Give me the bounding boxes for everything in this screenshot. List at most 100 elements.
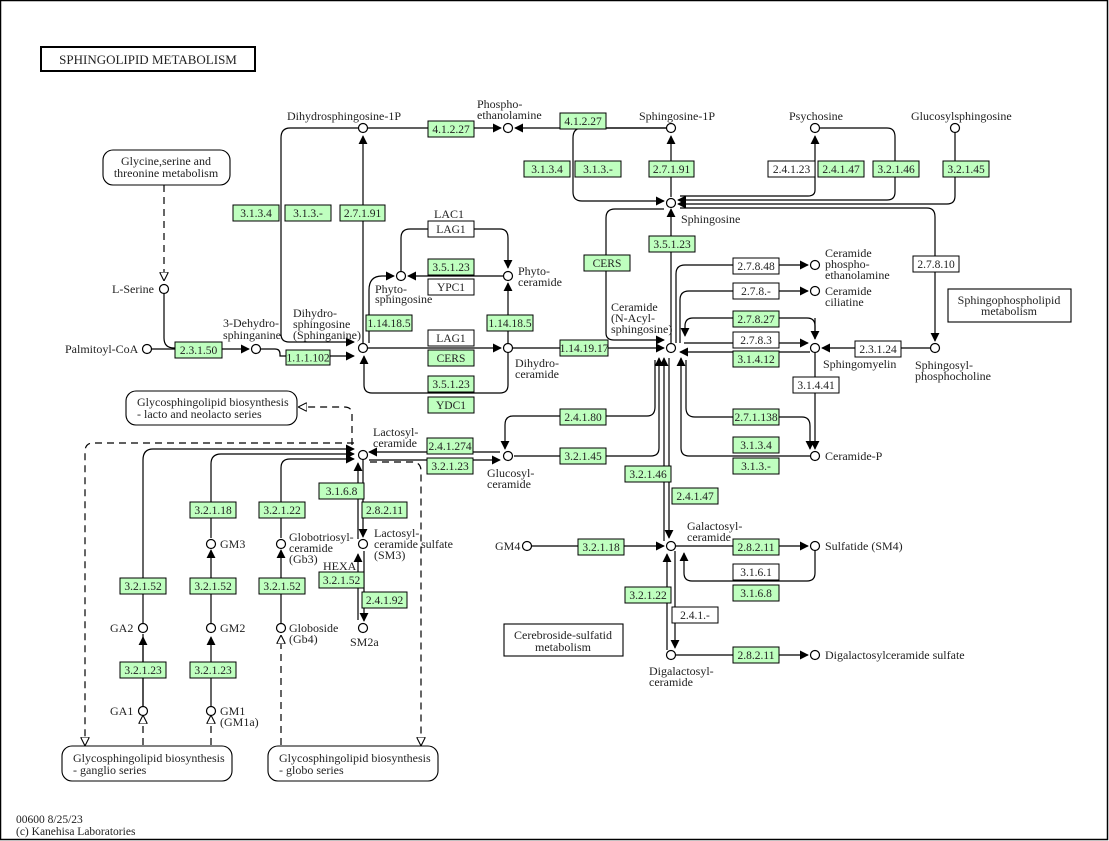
enzyme-box[interactable] bbox=[559, 112, 607, 130]
enzyme-e-241[interactable]: 2.4.1.- bbox=[671, 606, 719, 624]
enzyme-box[interactable] bbox=[427, 375, 475, 393]
enzyme-box[interactable] bbox=[119, 577, 167, 595]
enzyme-e-241274[interactable]: 2.4.1.274 bbox=[426, 437, 474, 455]
compound-phytoceramide[interactable] bbox=[502, 270, 514, 282]
enzyme-e-32122-a[interactable]: 3.2.1.22 bbox=[624, 586, 672, 604]
enzyme-e-1141917[interactable]: 1.14.19.17 bbox=[559, 339, 609, 357]
enzyme-e-271138[interactable]: 2.7.1.138 bbox=[732, 408, 780, 426]
enzyme-box[interactable] bbox=[426, 437, 474, 455]
compound-gb3[interactable] bbox=[275, 538, 287, 550]
enzyme-e-23150[interactable]: 2.3.1.50 bbox=[174, 341, 223, 359]
compound-gm2[interactable] bbox=[205, 622, 217, 634]
compound-gm3[interactable] bbox=[205, 538, 217, 550]
enzyme-e-3168-b[interactable]: 3.1.6.8 bbox=[318, 482, 365, 500]
enzyme-box[interactable] bbox=[767, 160, 816, 178]
enzyme-e-313-c[interactable]: 3.1.3.- bbox=[732, 457, 780, 475]
compound-gm4[interactable] bbox=[521, 540, 533, 552]
enzyme-box[interactable] bbox=[339, 204, 386, 222]
enzyme-box[interactable] bbox=[119, 661, 167, 679]
enzyme-e-32122-b[interactable]: 3.2.1.22 bbox=[258, 501, 306, 519]
enzyme-box[interactable] bbox=[361, 591, 408, 609]
enzyme-e-24123[interactable]: 2.4.1.23 bbox=[767, 160, 816, 178]
pathway-title[interactable]: SPHINGOLIPID METABOLISM bbox=[40, 46, 256, 72]
enzyme-e-24192[interactable]: 2.4.1.92 bbox=[361, 591, 408, 609]
enzyme-e-35123-a[interactable]: 3.5.1.23 bbox=[427, 258, 475, 276]
compound-gm1[interactable] bbox=[205, 705, 217, 717]
enzyme-box[interactable] bbox=[732, 538, 780, 556]
enzyme-box[interactable] bbox=[732, 257, 780, 275]
enzyme-box[interactable] bbox=[732, 350, 780, 368]
enzyme-box[interactable] bbox=[365, 314, 413, 332]
enzyme-box[interactable] bbox=[732, 436, 780, 454]
enzyme-e-31441[interactable]: 3.1.4.41 bbox=[792, 376, 840, 394]
enzyme-box[interactable] bbox=[559, 339, 609, 357]
enzyme-e-23124[interactable]: 2.3.1.24 bbox=[854, 340, 902, 358]
enzyme-box[interactable] bbox=[232, 204, 280, 222]
enzyme-box[interactable] bbox=[427, 220, 475, 238]
compound-psychosine[interactable] bbox=[809, 122, 821, 134]
compound-glucosylceramide[interactable] bbox=[502, 450, 514, 462]
enzyme-e-3134-b[interactable]: 3.1.3.4 bbox=[523, 160, 571, 178]
enzyme-e-32118-b[interactable]: 3.2.1.18 bbox=[189, 501, 237, 519]
enzyme-box[interactable] bbox=[559, 408, 607, 426]
compound-ceramide[interactable] bbox=[665, 342, 677, 354]
enzyme-e-32152-c[interactable]: 3.2.1.52 bbox=[258, 577, 306, 595]
enzyme-box[interactable] bbox=[671, 606, 719, 624]
enzyme-box[interactable] bbox=[427, 329, 475, 347]
enzyme-box[interactable] bbox=[523, 160, 571, 178]
enzyme-e-27191-a[interactable]: 2.7.1.91 bbox=[339, 204, 386, 222]
enzyme-e-2783[interactable]: 2.7.8.3 bbox=[732, 331, 780, 349]
enzyme-e-28211-b[interactable]: 2.8.2.11 bbox=[732, 646, 780, 664]
enzyme-box[interactable] bbox=[648, 235, 696, 253]
enzyme-box[interactable] bbox=[732, 310, 780, 328]
compound-cer-pe[interactable] bbox=[809, 259, 821, 271]
enzyme-box[interactable] bbox=[285, 349, 331, 366]
enzyme-e-3161[interactable]: 3.1.6.1 bbox=[732, 563, 780, 581]
enzyme-box[interactable] bbox=[318, 571, 365, 589]
enzyme-e-32118-a[interactable]: 3.2.1.18 bbox=[577, 538, 625, 556]
compound-dehydrosphinganine[interactable] bbox=[250, 343, 262, 355]
enzyme-e-114185-a[interactable]: 1.14.18.5 bbox=[365, 314, 413, 332]
enzyme-e-ydc1[interactable]: YDC1 bbox=[427, 396, 475, 414]
enzyme-e-lag1-a[interactable]: LAG1 bbox=[427, 220, 475, 238]
compound-palmitoyl-coa[interactable] bbox=[141, 343, 153, 355]
compound-ga1[interactable] bbox=[137, 705, 149, 717]
compound-dihydroceramide[interactable] bbox=[502, 342, 514, 354]
enzyme-e-32145-b[interactable]: 3.2.1.45 bbox=[559, 447, 607, 465]
enzyme-box[interactable] bbox=[318, 482, 365, 500]
compound-ga2[interactable] bbox=[137, 622, 149, 634]
map-cerebroside-sulfatide[interactable]: Cerebroside-sulfatid metabolism bbox=[503, 623, 624, 657]
enzyme-e-111102[interactable]: 1.1.1.102 bbox=[285, 349, 331, 366]
enzyme-e-32146-a[interactable]: 3.2.1.46 bbox=[872, 160, 920, 178]
enzyme-box[interactable] bbox=[284, 204, 332, 222]
enzyme-box[interactable] bbox=[872, 160, 920, 178]
compound-ceramide-p[interactable] bbox=[809, 450, 821, 462]
enzyme-e-cers-a[interactable]: CERS bbox=[427, 349, 475, 367]
enzyme-e-27848[interactable]: 2.7.8.48 bbox=[732, 257, 780, 275]
compound-glucosylsphingosine[interactable] bbox=[949, 122, 961, 134]
compound-digalactosylceramide[interactable] bbox=[665, 649, 677, 661]
enzyme-box[interactable] bbox=[732, 457, 780, 475]
enzyme-box[interactable] bbox=[189, 661, 237, 679]
enzyme-box[interactable] bbox=[854, 340, 902, 358]
enzyme-e-28211-a[interactable]: 2.8.2.11 bbox=[732, 538, 780, 556]
map-gly-ser-thr[interactable]: Glycine,serine and threonine metabolism bbox=[102, 149, 231, 186]
enzyme-box[interactable] bbox=[942, 160, 990, 178]
enzyme-e-41227-b[interactable]: 4.1.2.27 bbox=[559, 112, 607, 130]
enzyme-box[interactable] bbox=[732, 646, 780, 664]
enzyme-e-27810[interactable]: 2.7.8.10 bbox=[912, 255, 960, 273]
enzyme-e-24147-b[interactable]: 2.4.1.47 bbox=[671, 487, 719, 505]
enzyme-box[interactable] bbox=[732, 331, 780, 349]
enzyme-box[interactable] bbox=[732, 282, 780, 300]
map-gsl-ganglio[interactable]: Glycosphingolipid biosynthesis - ganglio… bbox=[61, 745, 233, 782]
enzyme-box[interactable] bbox=[792, 376, 840, 394]
enzyme-box[interactable] bbox=[732, 584, 780, 602]
enzyme-box[interactable] bbox=[583, 254, 631, 272]
enzyme-box[interactable] bbox=[258, 501, 306, 519]
enzyme-box[interactable] bbox=[427, 258, 475, 276]
enzyme-e-278[interactable]: 2.7.8.- bbox=[732, 282, 780, 300]
enzyme-box[interactable] bbox=[574, 160, 622, 178]
enzyme-box[interactable] bbox=[624, 586, 672, 604]
compound-sphingosine-1p[interactable] bbox=[665, 122, 677, 134]
compound-sphingosine[interactable] bbox=[665, 197, 677, 209]
